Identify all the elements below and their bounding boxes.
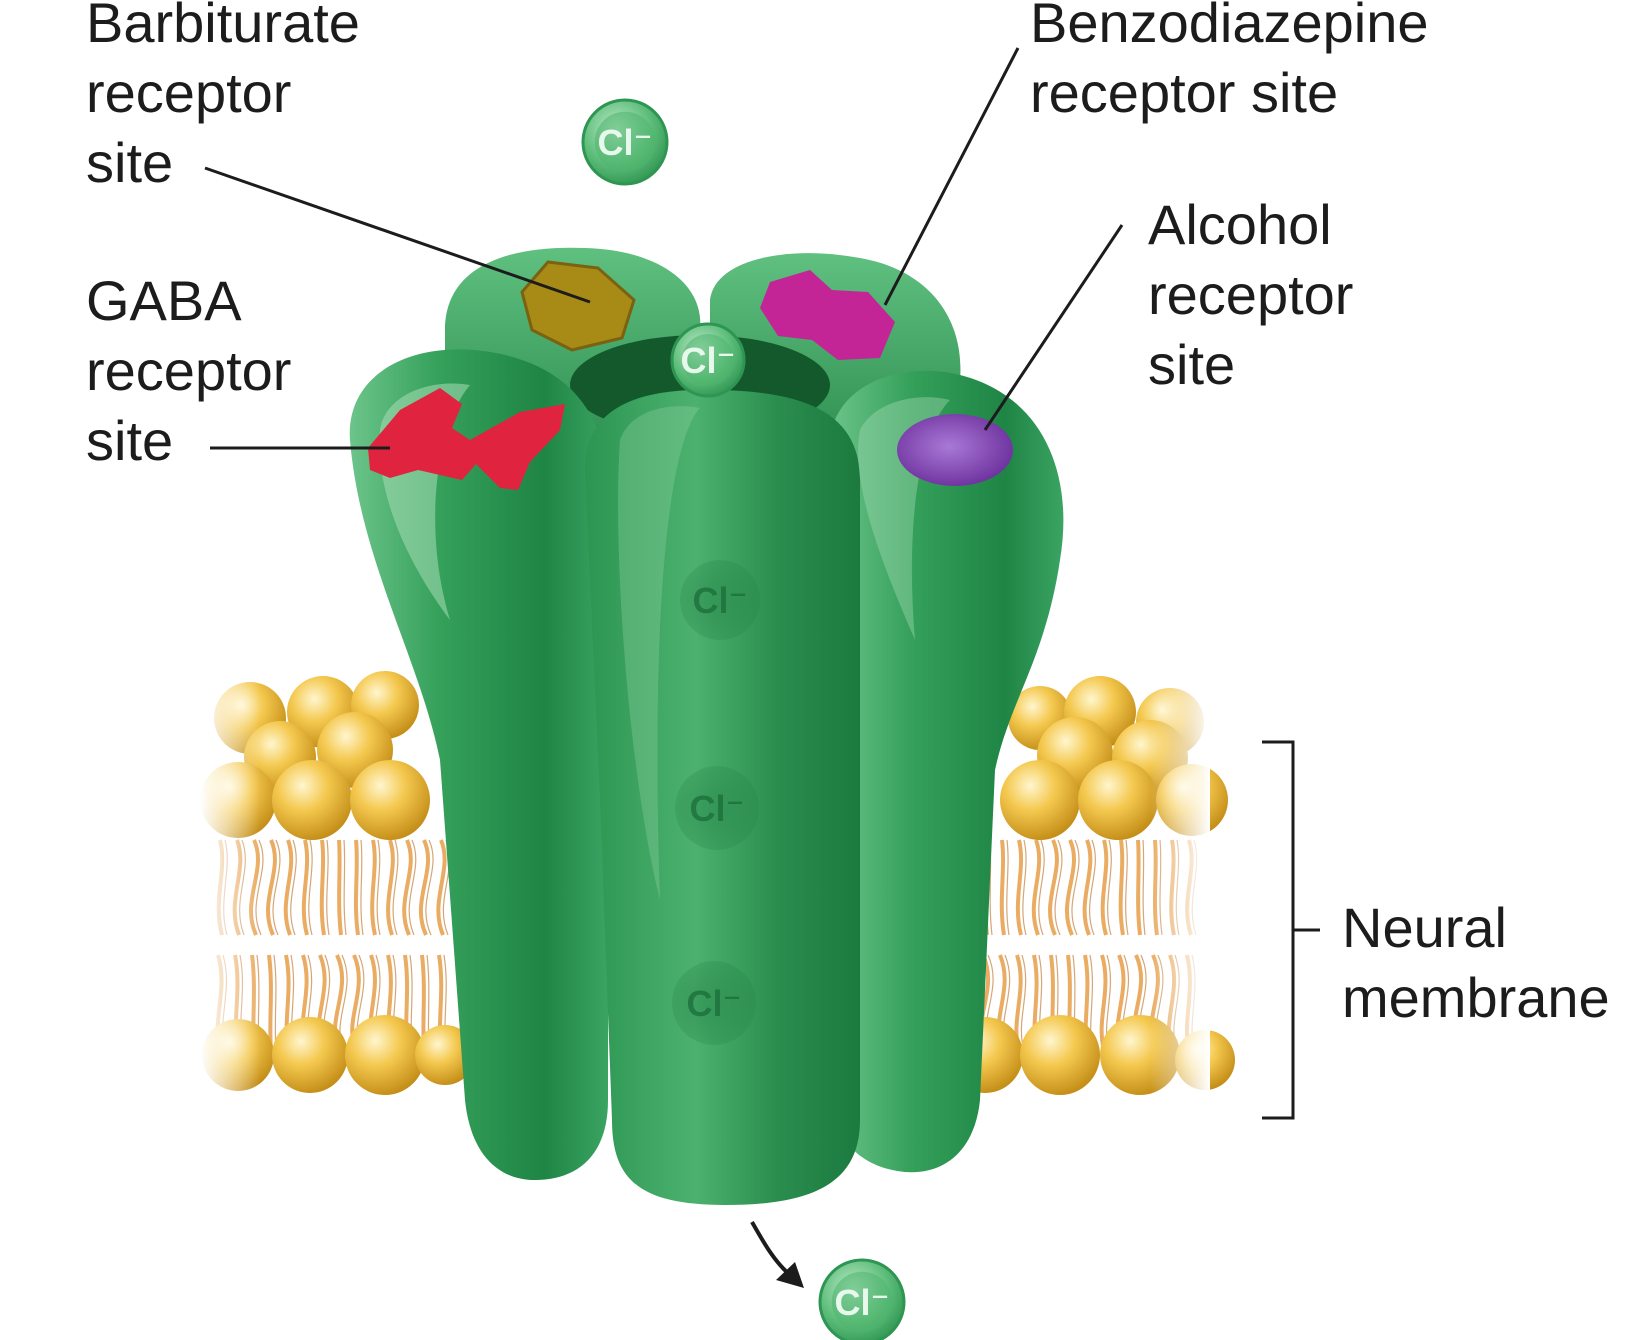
membrane-label-line: membrane (1342, 966, 1610, 1029)
chloride-ion: Cl⁻ (581, 98, 669, 186)
lipid-head (350, 760, 430, 840)
gaba-site (368, 388, 565, 490)
lipid-head (1000, 760, 1080, 840)
gaba-label-line: site (86, 409, 174, 472)
lipid-tail-edge (1020, 839, 1027, 1051)
lipid-head (272, 760, 352, 840)
lipid-head (345, 1015, 425, 1095)
lipid-tail (1014, 839, 1024, 1051)
membrane-label: Neural membrane (1342, 893, 1610, 1033)
membrane-fade-right (1150, 660, 1210, 1100)
subunit-highlight-center (618, 406, 700, 900)
gaba-label-line: GABA (86, 269, 242, 332)
gaba-label-line: receptor (86, 339, 292, 402)
alcohol-label-line: site (1148, 333, 1236, 396)
barbiturate-label-line: site (86, 131, 174, 194)
ion-sphere (680, 560, 760, 640)
lipid-bilayer-right (947, 660, 1235, 1100)
membrane-label-line: Neural (1342, 896, 1507, 959)
gaba-label: GABA receptor site (86, 266, 291, 476)
chloride-ion-in-channel: Cl⁻ (680, 560, 760, 640)
lipid-tail (1115, 839, 1126, 1051)
ion-label: Cl⁻ (689, 788, 744, 829)
lipid-tail (402, 839, 413, 1051)
benzodiazepine-label-line: receptor site (1030, 61, 1339, 124)
benzodiazepine-label-line: Benzodiazepine (1030, 0, 1429, 54)
subunit-front-right (830, 370, 1064, 1173)
ion-core (831, 1271, 893, 1333)
lipid-tail (418, 839, 430, 1051)
lipid-head (1078, 760, 1158, 840)
lipid-tail (283, 839, 294, 1051)
membrane-fade-left (200, 660, 260, 1100)
barbiturate-leader-line (204, 166, 591, 304)
lipid-bilayer-left (200, 660, 475, 1100)
leader-lines (204, 47, 1320, 1120)
barbiturate-site (520, 260, 636, 352)
lipid-head (1020, 1015, 1100, 1095)
subunit-highlight-right (858, 397, 950, 640)
barbiturate-label: Barbiturate receptor site (86, 0, 360, 198)
barbiturate-label-line: receptor (86, 61, 292, 124)
membrane-bracket (1262, 740, 1295, 1120)
alcohol-site (897, 414, 1013, 486)
lipid-tail (436, 839, 447, 1051)
ion-label: Cl⁻ (686, 983, 741, 1024)
benzodiazepine-label: Benzodiazepine receptor site (1030, 0, 1429, 128)
ion-label: Cl⁻ (692, 580, 747, 621)
ion-exit-arrow (750, 1221, 804, 1288)
ion-sphere (672, 961, 756, 1045)
lipid-tail (996, 839, 1007, 1051)
lipid-head (272, 1017, 348, 1093)
ion-core (682, 334, 734, 386)
alcohol-label-line: Alcohol (1148, 193, 1332, 256)
lipid-tail (1031, 839, 1042, 1051)
lipid-head (415, 1025, 475, 1085)
alcohol-leader-line (983, 224, 1124, 431)
lipid-tail (266, 839, 277, 1051)
chloride-ion-in-channel: Cl⁻ (675, 766, 759, 850)
alcohol-label: Alcohol receptor site (1148, 190, 1353, 400)
benzodiazepine-site (760, 270, 895, 360)
lipid-tail (1082, 839, 1093, 1051)
chloride-ion: Cl⁻ (818, 1258, 906, 1340)
chloride-ions: Cl⁻ Cl⁻ Cl⁻ Cl⁻ Cl⁻ Cl⁻ (581, 98, 906, 1340)
benzodiazepine-leader-line (883, 47, 1020, 306)
chloride-ion: Cl⁻ (670, 322, 746, 398)
ion-label: Cl⁻ (597, 122, 652, 163)
barbiturate-label-line: Barbiturate (86, 0, 360, 54)
alcohol-label-line: receptor (1148, 263, 1354, 326)
ion-sphere (675, 766, 759, 850)
lipid-tail (1099, 839, 1109, 1051)
chloride-ion-in-channel: Cl⁻ (672, 961, 756, 1045)
ion-label: Cl⁻ (680, 340, 735, 381)
ion-label: Cl⁻ (834, 1282, 889, 1323)
ion-core (594, 111, 656, 173)
